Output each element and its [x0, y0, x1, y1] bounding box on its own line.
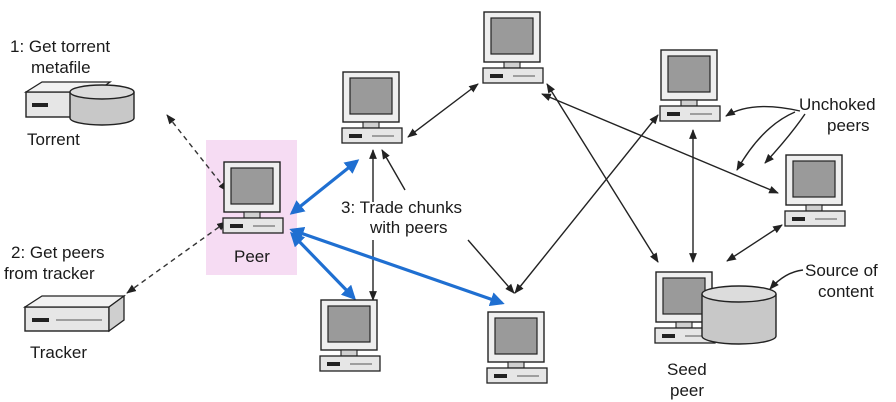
step2-label-line1: 2: Get peers — [11, 243, 105, 262]
step1-label-line2: metafile — [31, 58, 91, 77]
peer-computer — [222, 161, 284, 234]
peer-computer-right — [784, 154, 846, 227]
torrent-server — [23, 81, 135, 126]
tracker-server — [22, 294, 126, 333]
seed-label-line2: peer — [670, 381, 704, 400]
torrent-link — [166, 114, 228, 192]
step2-label-line2: from tracker — [4, 264, 95, 283]
tracker-label: Tracker — [30, 343, 87, 362]
unchoked-label-line1: Unchoked — [799, 95, 876, 114]
peer-label: Peer — [234, 247, 270, 266]
step3-label-line2: with peers — [369, 218, 447, 237]
tracker-link — [126, 221, 227, 294]
step1-label-line1: 1: Get torrent — [10, 37, 110, 56]
peer-computer-bottom-center — [486, 311, 548, 384]
step3-label-line1: 3: Trade chunks — [341, 198, 462, 217]
peer-trade-arrows — [289, 159, 505, 307]
peer-computer-top-right — [659, 49, 721, 122]
torrent-label: Torrent — [27, 130, 80, 149]
seed-label-line1: Seed — [667, 360, 707, 379]
peer-computer-bottom-left — [319, 299, 381, 372]
source-label-line2: content — [818, 282, 874, 301]
peer-links — [369, 83, 806, 301]
peer-computer-top-center — [482, 11, 544, 84]
source-label-line1: Source of — [805, 261, 878, 280]
seed-content-disk — [701, 285, 777, 345]
peer-computer-top-left — [341, 71, 403, 144]
unchoked-label-line2: peers — [827, 116, 870, 135]
